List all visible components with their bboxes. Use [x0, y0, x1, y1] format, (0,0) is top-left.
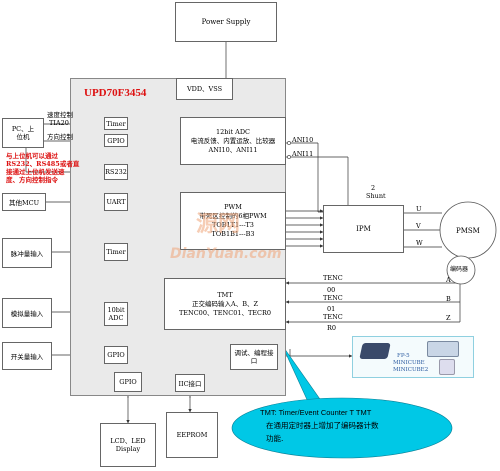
encoder-label: 编码器	[450, 266, 469, 273]
pc-host-line2: 位机	[16, 133, 30, 141]
rs232-port-label: RS232	[105, 168, 127, 176]
tecr0-line1: TENC	[323, 313, 343, 321]
pwm-block-line2: 带死区控制的6相PWM	[199, 212, 267, 220]
minicube2-device-icon	[427, 341, 459, 357]
callout-line3: 功能.	[266, 434, 284, 443]
gpio-port-2: GPIO	[104, 346, 128, 364]
power-supply-block: Power Supply	[175, 2, 277, 42]
pwm-block-line3: TOB1T1---T3	[212, 221, 254, 229]
device-label-line1: FP-5	[397, 353, 410, 359]
fp5-device-icon	[439, 359, 455, 375]
signal-v: V	[416, 222, 421, 230]
lcd-line1: LCD、LED	[110, 437, 146, 445]
debug-port-line2: 口	[250, 357, 258, 365]
vdd-vss-label: VDD、VSS	[186, 85, 223, 93]
debug-port-line1: 调试、编程接	[234, 349, 274, 357]
tia20-label: TIA20	[49, 119, 69, 127]
signal-z: Z	[446, 314, 451, 322]
uart-port-label: UART	[106, 198, 126, 206]
device-label-line3: MINICUBE2	[393, 367, 429, 373]
pc-host-block: PC、上 位机	[2, 118, 44, 148]
pulse-input-block: 脉冲量输入	[2, 238, 52, 268]
adc-block-line1: 12bit ADC	[215, 127, 251, 136]
timer-port-2: Timer	[104, 243, 128, 261]
pwm-block-line4: TOB1B1---B3	[211, 230, 255, 238]
rs232-port: RS232	[104, 164, 128, 180]
gpio-bottom-label: GPIO	[119, 378, 137, 386]
shunt-num: 2	[371, 184, 376, 192]
pc-host-line1: PC、上	[11, 125, 35, 133]
direction-control-label: 方向控制	[47, 133, 73, 141]
power-supply-label: Power Supply	[201, 18, 251, 26]
pwm-block: PWM 带死区控制的6相PWM TOB1T1---T3 TOB1B1---B3	[180, 192, 286, 250]
red-note-line3: 接通过上位机发送速	[6, 168, 65, 176]
switch-input-block: 开关量输入	[2, 342, 52, 370]
lcd-line2: Display	[115, 445, 141, 453]
tmt-block-line2: 正交编码输入A、B、Z	[192, 299, 258, 308]
other-mcu-block: 其他MCU	[2, 193, 46, 211]
signal-u: U	[416, 205, 422, 213]
vdd-vss-block: VDD、VSS	[176, 78, 233, 100]
tmt-block-line1: TMT	[217, 290, 233, 299]
tenc01-line2: 01	[327, 305, 336, 313]
red-note-line4: 度、方向控制指令	[6, 176, 58, 184]
adc-port: 10bit ADC	[104, 302, 128, 326]
gpio-port-1-label: GPIO	[107, 136, 125, 145]
switch-input-label: 开关量输入	[10, 353, 44, 361]
red-note-line1: 与上位机可以通过	[6, 152, 58, 160]
analog-input-label: 模拟量输入	[10, 310, 44, 318]
ipm-block: IPM	[323, 205, 404, 253]
shunt-label: Shunt	[366, 192, 386, 200]
signal-w: W	[416, 239, 423, 247]
tecr0-line2: R0	[327, 324, 337, 332]
gpio-port-1: GPIO	[104, 134, 128, 147]
ipm-label: IPM	[356, 225, 371, 233]
speed-control-label: 速度控制	[47, 111, 73, 119]
timer-port-1: Timer	[104, 117, 128, 130]
red-note-line2: RS232、RS485或者直	[6, 160, 80, 168]
tenc01-line1: TENC	[323, 294, 343, 302]
tmt-block-line3: TENC00、TENC01、TECR0	[178, 308, 272, 317]
adc-port-line1: 10bit	[107, 306, 125, 314]
lcd-display-block: LCD、LED Display	[100, 423, 156, 467]
pulse-input-label: 脉冲量输入	[10, 250, 44, 258]
tenc00-line1: TENC	[323, 274, 343, 282]
eeprom-block: EEPROM	[166, 412, 218, 458]
iic-port-label: IIC接口	[178, 380, 202, 388]
emulator-device-image: FP-5 MINICUBE MINICUBE2	[352, 336, 474, 378]
uart-port: UART	[104, 193, 128, 211]
analog-input-block: 模拟量输入	[2, 298, 52, 328]
other-mcu-label: 其他MCU	[8, 199, 40, 207]
debug-port: 调试、编程接 口	[230, 344, 278, 370]
adc-block: 12bit ADC 电流反馈、内置运放、比较器 ANI10、ANI11	[180, 117, 286, 165]
ani10-label: ANI10	[292, 136, 314, 144]
signal-b: B	[446, 295, 451, 303]
tmt-block: TMT 正交编码输入A、B、Z TENC00、TENC01、TECR0	[164, 278, 286, 330]
mcu-title: UPD70F3454	[84, 87, 147, 99]
callout-line2: 在通用定时器上增加了编码器计数	[266, 421, 379, 430]
pmsm-label: PMSM	[456, 227, 480, 235]
minicube-device-icon	[359, 343, 391, 359]
ani11-label: ANI11	[292, 150, 314, 158]
iic-port: IIC接口	[175, 374, 205, 392]
signal-a: A	[446, 276, 451, 284]
device-label-line2: MINICUBE	[393, 360, 425, 366]
watermark-brand: 源网	[196, 212, 241, 237]
pwm-block-line1: PWM	[224, 203, 242, 211]
eeprom-label: EEPROM	[176, 431, 208, 439]
gpio-port-2-label: GPIO	[107, 351, 125, 359]
callout-line1: TMT: Timer/Event Counter T TMT	[260, 408, 372, 417]
adc-block-line2: 电流反馈、内置运放、比较器	[190, 136, 276, 145]
watermark-url: DianYuan.com	[170, 246, 282, 262]
adc-port-line2: ADC	[108, 314, 124, 322]
timer-port-2-label: Timer	[106, 248, 126, 256]
adc-block-line3: ANI10、ANI11	[208, 145, 258, 154]
gpio-bottom-port: GPIO	[114, 372, 142, 392]
timer-port-1-label: Timer	[106, 119, 126, 128]
tenc00-line2: 00	[327, 286, 336, 294]
